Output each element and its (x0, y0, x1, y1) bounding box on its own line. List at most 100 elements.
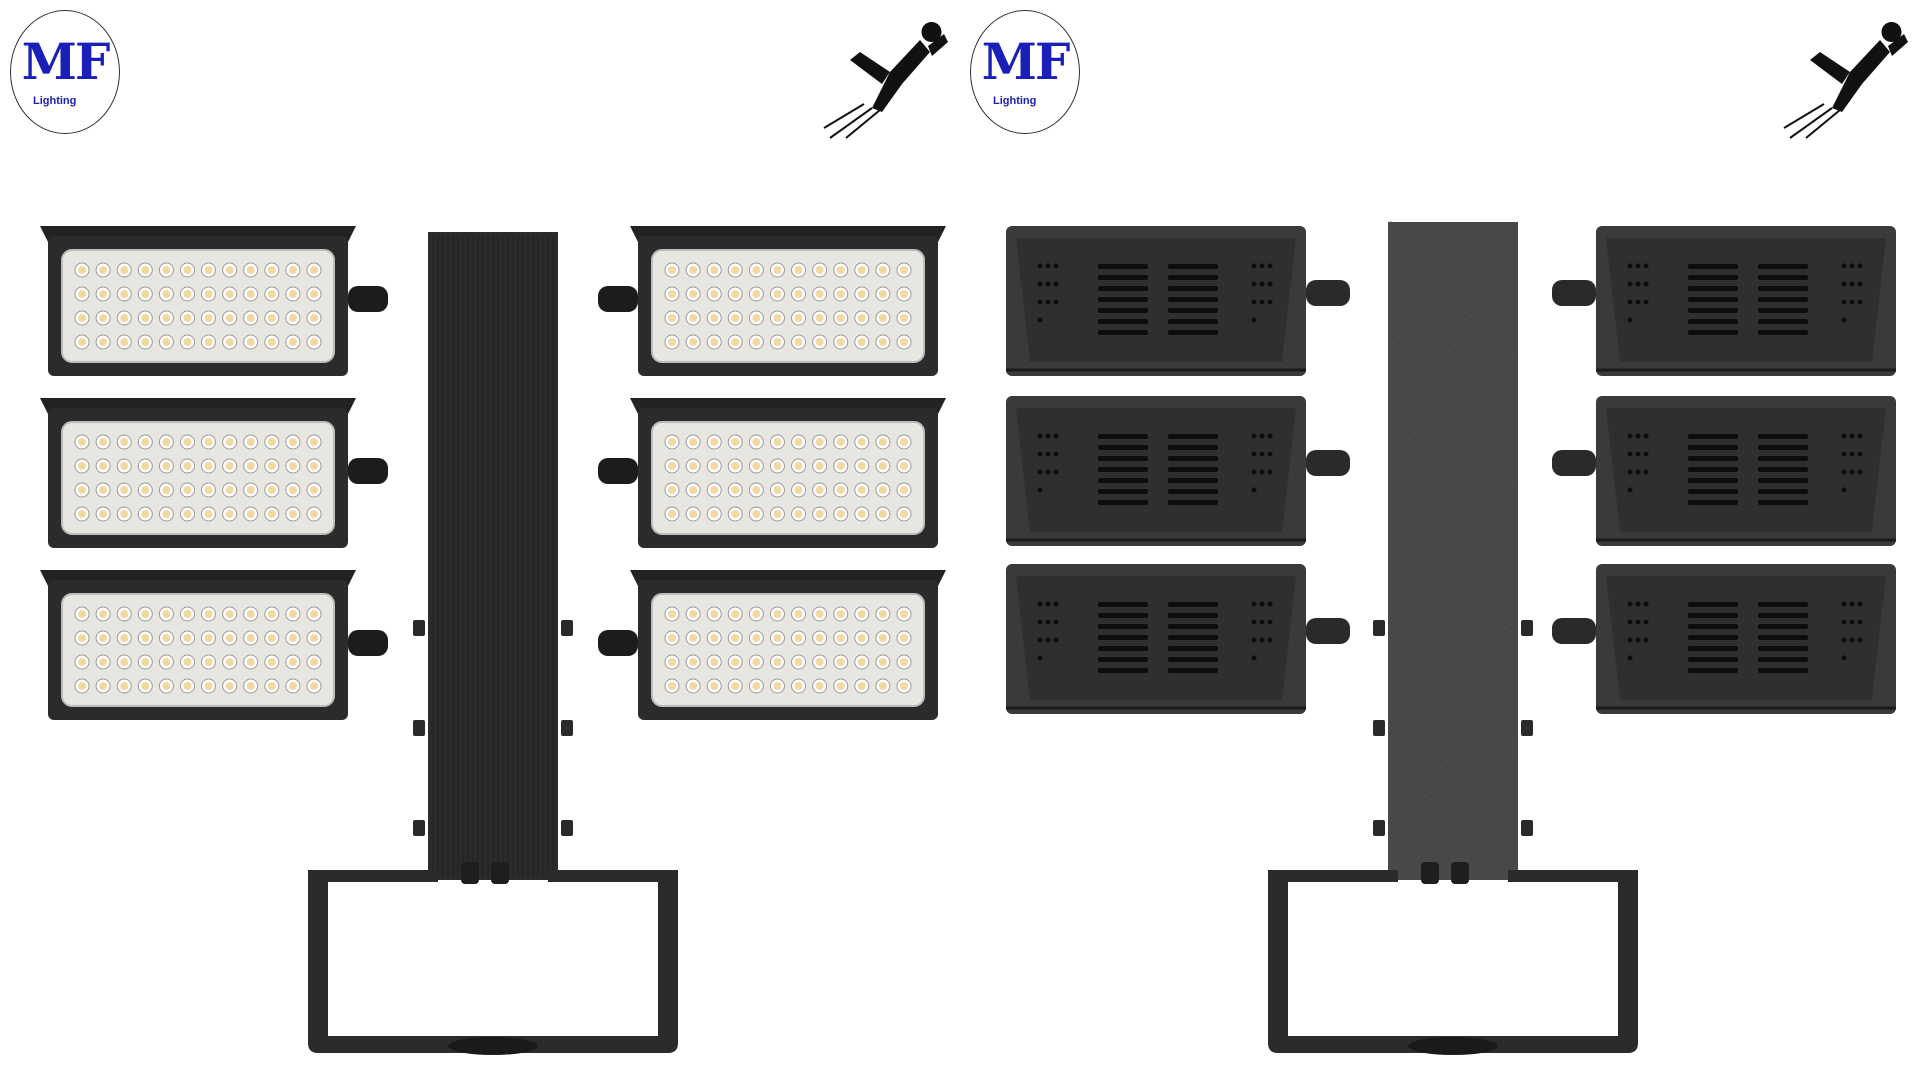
vent-slot (1168, 330, 1218, 335)
cable-gland (1451, 862, 1469, 884)
vent-slot (1168, 635, 1218, 640)
vent-slot (1758, 445, 1808, 450)
vent-slot (1758, 624, 1808, 629)
led-module-back (1006, 226, 1350, 376)
vent-slot (1688, 657, 1738, 662)
vent-slot (1758, 467, 1808, 472)
vent-slot (1758, 330, 1808, 335)
vent-slot (1098, 646, 1148, 651)
vent-slot (1688, 456, 1738, 461)
vent-slot (1758, 602, 1808, 607)
mounting-bracket (308, 862, 678, 1055)
vent-slot (1098, 308, 1148, 313)
cable-gland (1421, 862, 1439, 884)
vent-slot (1168, 264, 1218, 269)
vent-slot (1688, 297, 1738, 302)
vent-slot (1758, 668, 1808, 673)
vent-slot (1758, 286, 1808, 291)
vent-slot (1168, 646, 1218, 651)
vent-slot (1688, 646, 1738, 651)
vent-slot (1168, 308, 1218, 313)
logo-sub: Lighting (33, 95, 77, 107)
vent-slot (1758, 456, 1808, 461)
vent-slot (1168, 275, 1218, 280)
module-arm (348, 286, 388, 312)
vent-slot (1688, 668, 1738, 673)
vent-slot (1688, 602, 1738, 607)
vent-slot (1688, 330, 1738, 335)
vent-slot (1758, 613, 1808, 618)
vent-slot (1758, 478, 1808, 483)
vent-slot (1098, 624, 1148, 629)
floodlight-front-render (40, 226, 946, 1055)
module-arm (1306, 618, 1350, 644)
vent-slot (1688, 624, 1738, 629)
vent-slot (1688, 319, 1738, 324)
vent-slot (1758, 646, 1808, 651)
vent-slot (1758, 275, 1808, 280)
front-view-panel: MF Lighting (10, 10, 948, 1055)
vent-slot (1168, 478, 1218, 483)
vent-slot (1168, 602, 1218, 607)
cable-gland (491, 862, 509, 884)
vent-slot (1098, 500, 1148, 505)
vent-slot (1098, 264, 1148, 269)
vent-slot (1688, 635, 1738, 640)
led-module-front (40, 398, 388, 548)
module-arm (1306, 280, 1350, 306)
led-module-back (1006, 564, 1350, 714)
vent-slot (1758, 319, 1808, 324)
vent-slot (1168, 434, 1218, 439)
vent-slot (1758, 434, 1808, 439)
led-module-back (1552, 396, 1896, 546)
vent-slot (1098, 434, 1148, 439)
vent-slot (1168, 467, 1218, 472)
vent-slot (1688, 445, 1738, 450)
vent-slot (1758, 657, 1808, 662)
vent-slot (1098, 467, 1148, 472)
vent-slot (1758, 297, 1808, 302)
vent-slot (1098, 275, 1148, 280)
led-module-front (40, 570, 388, 720)
led-module-back (1006, 396, 1350, 546)
vent-slot (1098, 657, 1148, 662)
module-arm (598, 630, 638, 656)
vent-slot (1688, 308, 1738, 313)
vent-slot (1688, 434, 1738, 439)
vent-slot (1688, 500, 1738, 505)
vent-slot (1098, 668, 1148, 673)
flying-hero-icon (823, 22, 948, 139)
vent-slot (1098, 478, 1148, 483)
vent-slot (1688, 467, 1738, 472)
vent-slot (1098, 330, 1148, 335)
vent-slot (1168, 445, 1218, 450)
floodlight-back-render (1006, 221, 1896, 1055)
led-module-front (40, 226, 388, 376)
led-module-front (598, 398, 946, 548)
module-arm (348, 458, 388, 484)
vent-slot (1168, 286, 1218, 291)
led-module-front (598, 570, 946, 720)
led-module-back (1552, 564, 1896, 714)
vent-slot (1168, 500, 1218, 505)
center-column (413, 232, 573, 880)
vent-slot (1688, 613, 1738, 618)
mf-lighting-logo: MF Lighting (10, 10, 120, 134)
vent-slot (1168, 613, 1218, 618)
led-module-front (598, 226, 946, 376)
logo-mark: MF (21, 32, 111, 91)
flying-hero-icon (1783, 22, 1908, 139)
vent-slot (1168, 657, 1218, 662)
module-arm (1552, 618, 1596, 644)
vent-slot (1688, 489, 1738, 494)
vent-slot (1098, 613, 1148, 618)
back-view-panel: MF Lighting (960, 0, 1920, 1080)
vent-slot (1758, 264, 1808, 269)
module-arm (348, 630, 388, 656)
logo-mark: MF (981, 32, 1071, 91)
mounting-bracket (1268, 862, 1638, 1055)
vent-slot (1098, 445, 1148, 450)
vent-slot (1098, 286, 1148, 291)
vent-slot (1168, 456, 1218, 461)
vent-slot (1098, 489, 1148, 494)
